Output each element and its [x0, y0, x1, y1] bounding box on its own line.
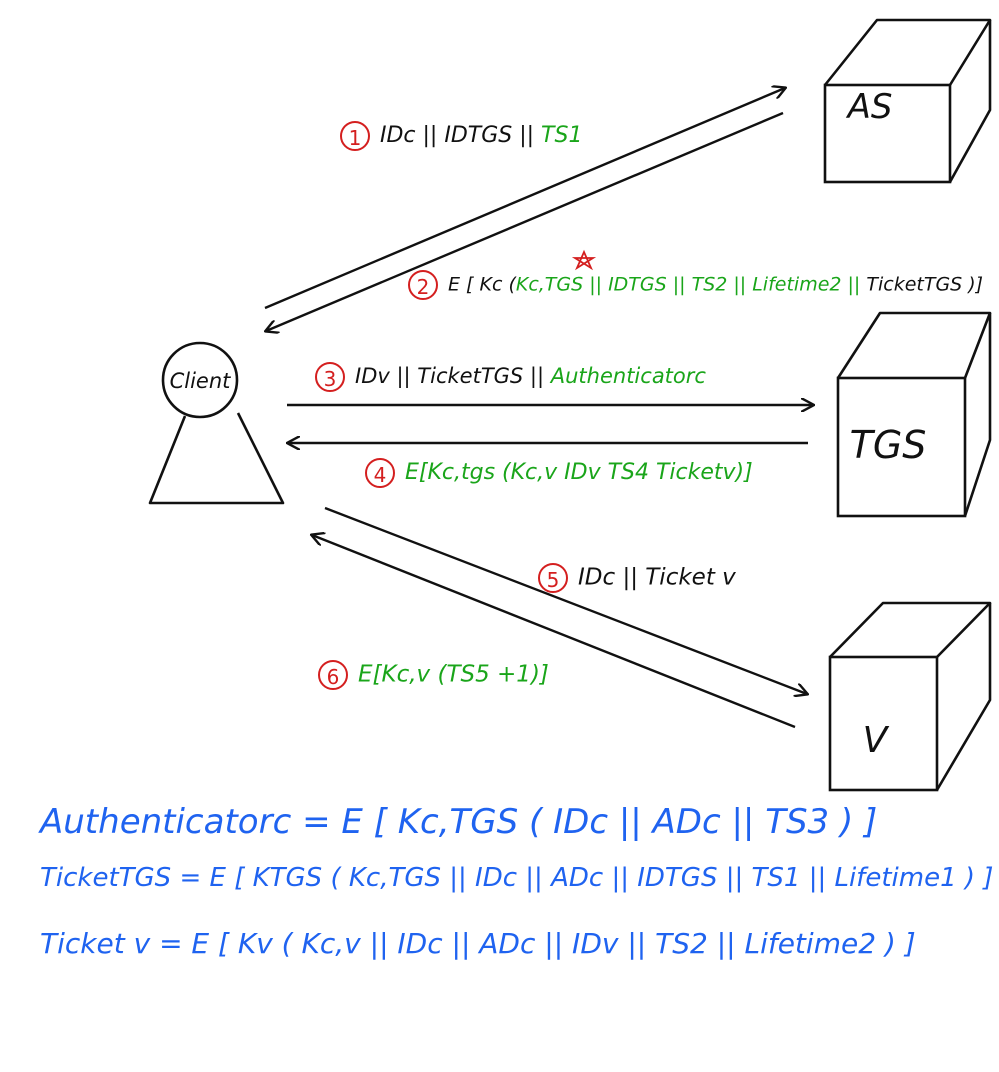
v-node: V	[828, 601, 992, 792]
message-5: 5 IDc || Ticket v	[538, 563, 736, 593]
client-head	[161, 341, 239, 419]
step-2-badge: 2	[408, 270, 438, 300]
message-3-authenticator: Authenticatorc	[544, 364, 706, 388]
arrow-6-v-to-client	[312, 535, 796, 729]
arrow-2-as-to-client	[266, 111, 784, 331]
client-body	[148, 412, 285, 505]
star-icon	[571, 249, 597, 271]
tgs-label: TGS	[850, 423, 927, 467]
ticket-v-definition: Ticket v = E [ Kv ( Kc,v || IDc || ADc |…	[40, 927, 916, 960]
arrow-1-client-to-as	[264, 88, 785, 310]
ticket-tgs-definition: TicketTGS = E [ KTGS ( Kc,TGS || IDc || …	[40, 863, 994, 893]
message-2-suffix: TicketTGS )]	[860, 273, 984, 296]
message-3: 3 IDv || TicketTGS || Authenticatorc	[315, 362, 706, 392]
message-1-timestamp: TS1	[534, 123, 583, 148]
client-label: Client	[170, 369, 232, 393]
v-label: V	[863, 720, 890, 761]
message-3-text: IDv || TicketTGS ||	[355, 364, 545, 388]
message-1: 1 IDc || IDTGS || TS1	[340, 121, 582, 151]
step-5-badge: 5	[538, 563, 568, 593]
message-6: 6 E[Kc,v (TS5 +1)]	[318, 660, 549, 690]
step-6-badge: 6	[318, 660, 348, 690]
step-3-badge: 3	[315, 362, 345, 392]
message-2: 2 E [ Kc (Kc,TGS || IDTGS || TS2 || Lifet…	[408, 270, 983, 300]
message-4: 4 E[Kc,tgs (Kc,v IDv TS4 Ticketv)]	[365, 458, 753, 488]
step-4-badge: 4	[365, 458, 395, 488]
arrow-5-client-to-v	[324, 506, 807, 694]
tgs-node: TGS	[836, 311, 992, 518]
step-1-badge: 1	[340, 121, 370, 151]
authenticator-definition: Authenticatorc = E [ Kc,TGS ( IDc || ADc…	[40, 802, 878, 842]
message-2-body: Kc,TGS || IDTGS || TS2 || Lifetime2 ||	[515, 273, 861, 296]
message-1-text: IDc || IDTGS ||	[380, 123, 535, 148]
message-2-prefix: E [ Kc (	[448, 273, 516, 296]
message-6-text: E[Kc,v (TS5 +1)]	[358, 661, 549, 688]
message-4-text: E[Kc,tgs (Kc,v IDv TS4 Ticketv)]	[405, 460, 753, 485]
as-label: AS	[846, 87, 893, 127]
as-node: AS	[823, 18, 992, 184]
client-node: Client	[148, 341, 285, 505]
message-5-text: IDc || Ticket v	[578, 564, 736, 591]
